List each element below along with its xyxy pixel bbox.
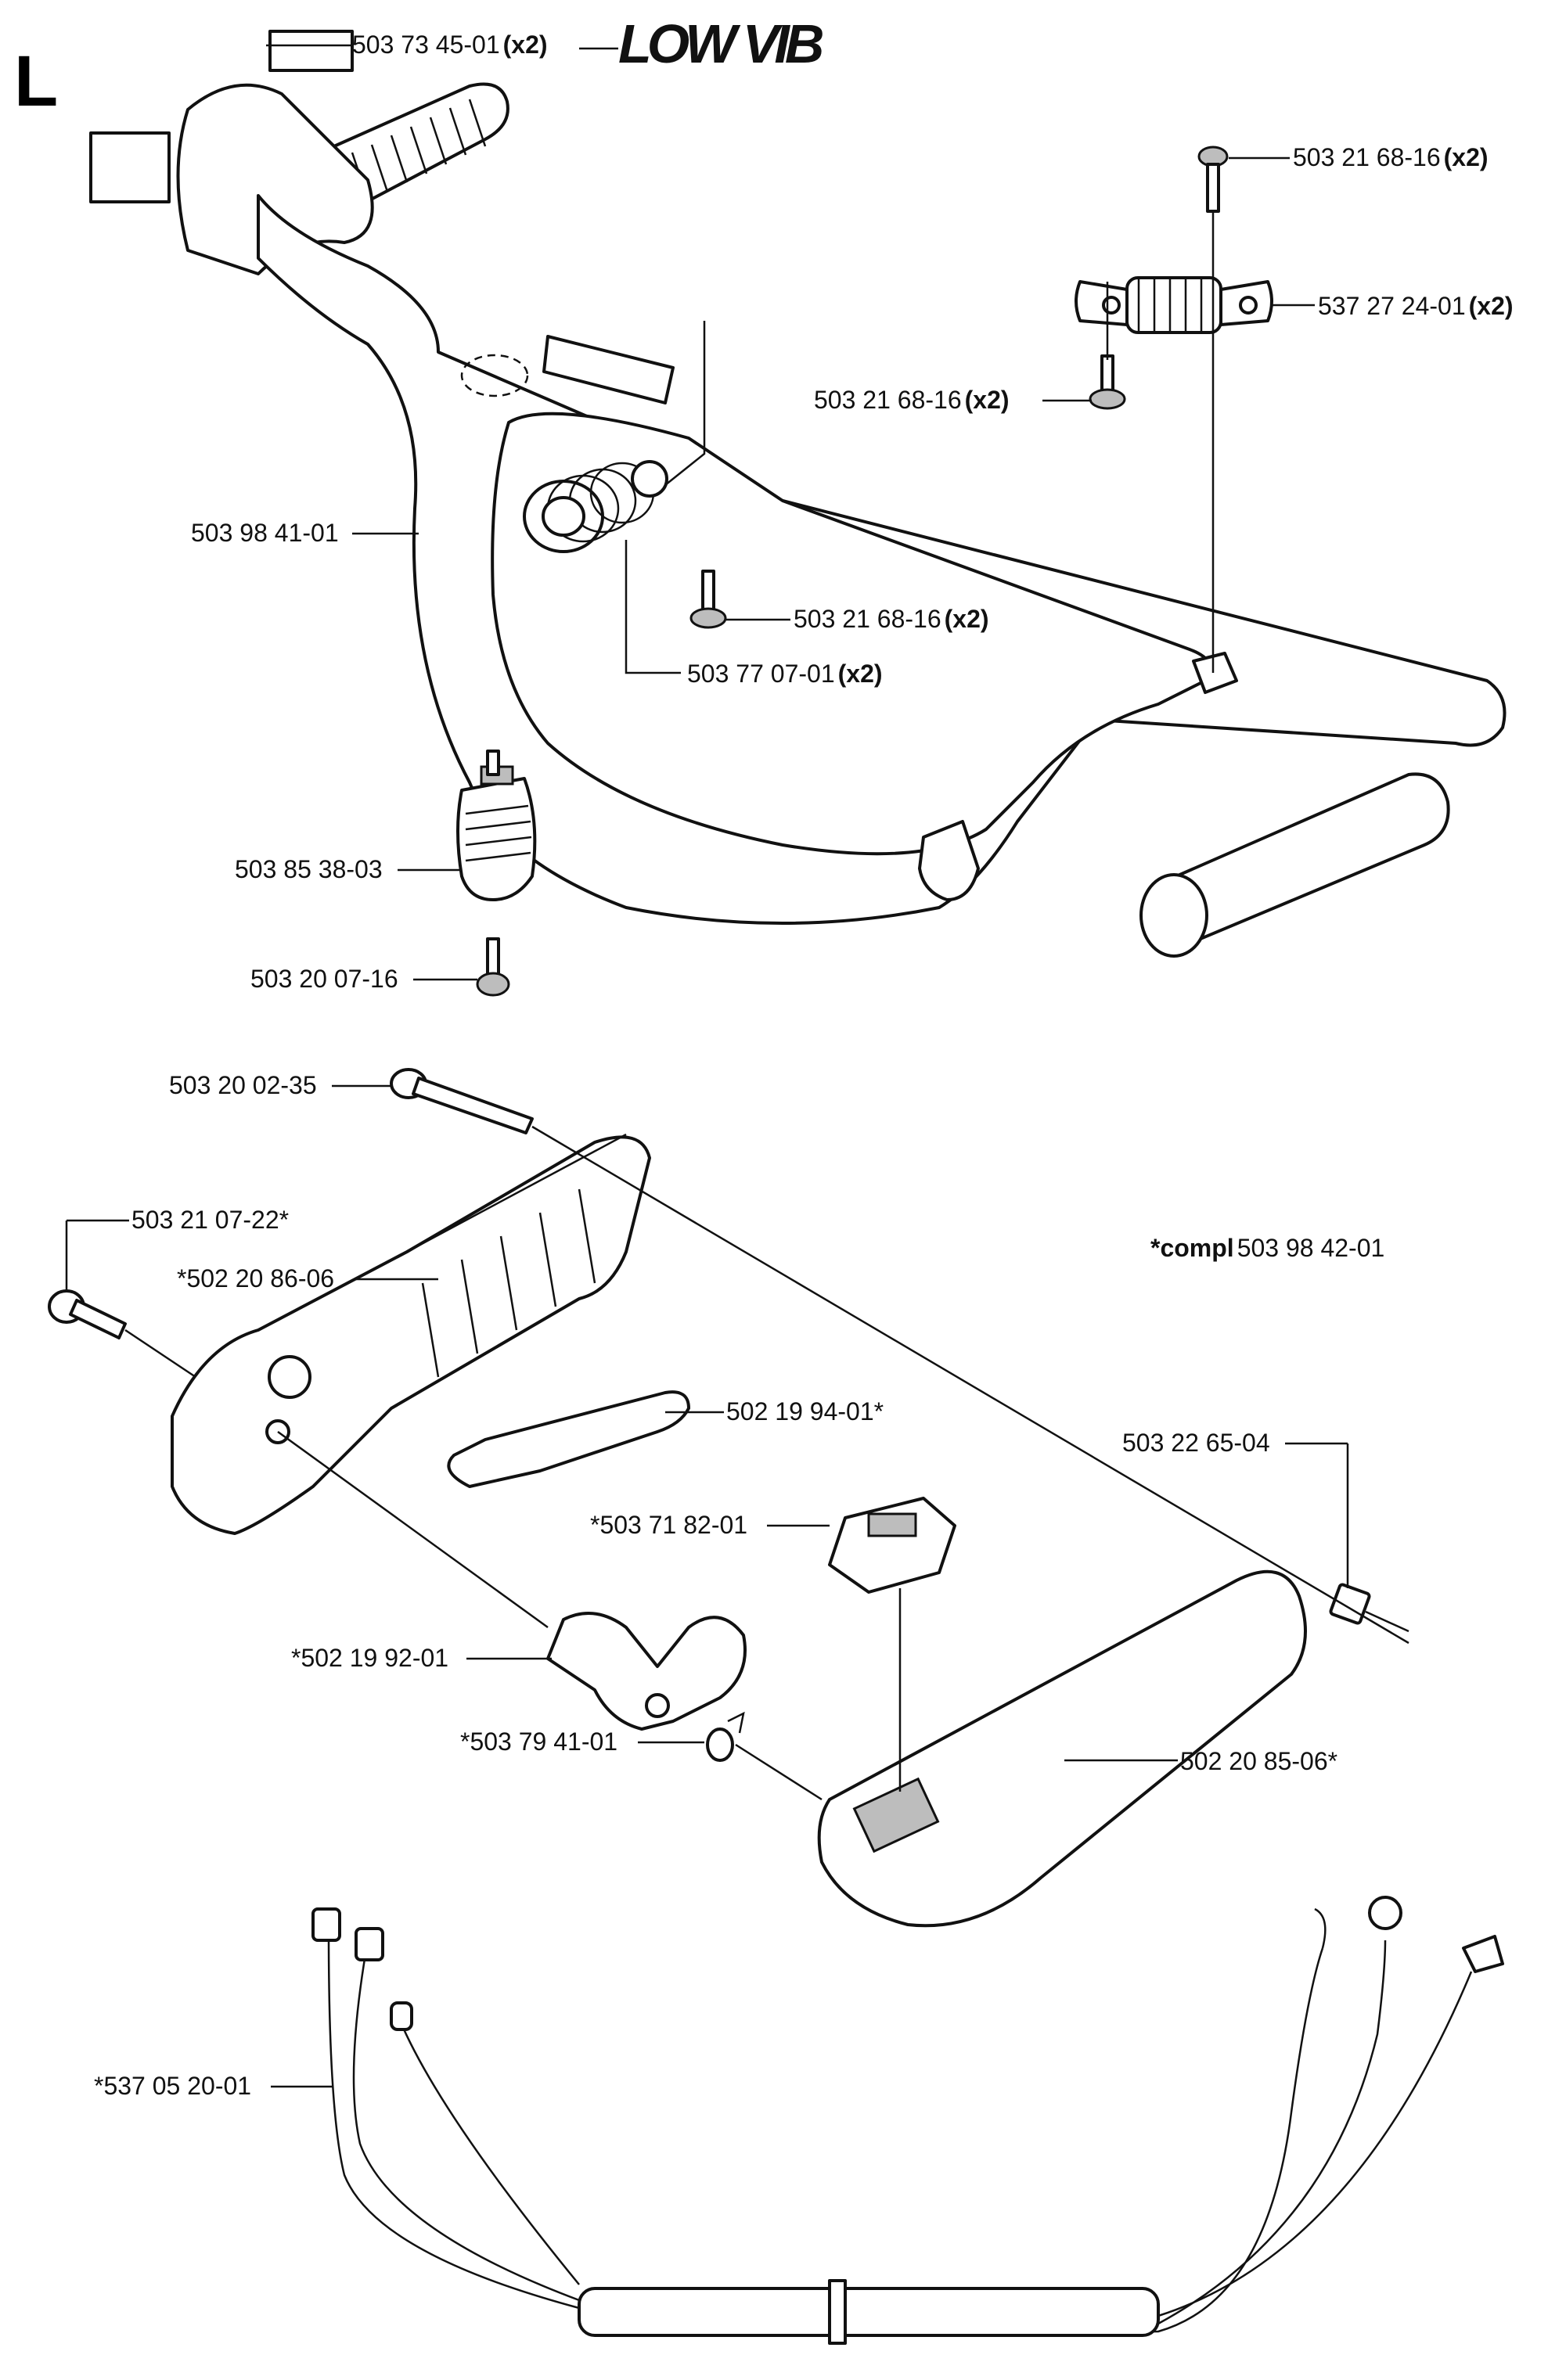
handlebar-illustration — [89, 30, 1507, 958]
svg-text:503 77 07-01 (x2): 503 77 07-01 (x2) — [687, 660, 883, 688]
compl-note: *compl 503 98 42-01 — [1150, 1234, 1384, 1262]
guard-shape — [176, 83, 374, 275]
right-damper-illustration — [1075, 276, 1273, 334]
label-bolt-long: 503 20 02-35 — [169, 1071, 391, 1099]
wire-harness-illustration — [311, 1896, 1504, 2345]
label-screw-mid: 503 21 68-16 (x2) — [814, 386, 1092, 414]
svg-text:503 22 65-04: 503 22 65-04 — [1122, 1429, 1270, 1457]
throttle-lock-shape — [447, 1390, 690, 1488]
spring-illustration — [523, 460, 668, 553]
svg-text:*502 20 86-06: *502 20 86-06 — [177, 1264, 334, 1292]
bar-strip — [542, 335, 675, 404]
section-letter: L — [14, 41, 58, 121]
label-throttle-lock: 502 19 94-01* — [665, 1397, 884, 1425]
right-handle-half — [817, 1569, 1307, 1928]
low-vib-logo: LOW VIB — [618, 13, 823, 74]
handlebar-inner — [491, 412, 1212, 856]
trigger-spring-shape — [706, 1711, 745, 1762]
label-nut: 503 22 65-04 — [1122, 1429, 1349, 1588]
label-handle-half-left: *502 20 86-06 — [177, 1264, 438, 1292]
svg-text:503 73 45-01 (x2): 503 73 45-01 (x2) — [352, 31, 548, 59]
svg-text:503 21 68-16 (x2): 503 21 68-16 (x2) — [1293, 143, 1489, 171]
svg-text:502 19 94-01*: 502 19 94-01* — [726, 1397, 884, 1425]
svg-text:503 20 02-35: 503 20 02-35 — [169, 1071, 317, 1099]
svg-text:*503 79 41-01: *503 79 41-01 — [460, 1727, 617, 1756]
svg-text:*compl 503 98 42-01: *compl 503 98 42-01 — [1150, 1234, 1384, 1262]
end-tube — [1157, 772, 1450, 948]
label-damper-right: 537 27 24-01 (x2) — [1272, 292, 1514, 320]
svg-text:503 21 68-16 (x2): 503 21 68-16 (x2) — [814, 386, 1010, 414]
svg-text:*503 71 82-01: *503 71 82-01 — [590, 1511, 747, 1539]
label-screw-low: 503 21 68-16 (x2) — [726, 605, 989, 633]
svg-text:503 98 41-01: 503 98 41-01 — [191, 519, 339, 547]
label-wire-harness: *537 05 20-01 — [94, 2072, 333, 2100]
label-trigger-spring: *503 79 41-01 — [460, 1727, 704, 1756]
switch-shape — [828, 1497, 956, 1594]
svg-text:503 85 38-03: 503 85 38-03 — [235, 855, 383, 883]
svg-text:503 21 07-22*: 503 21 07-22* — [131, 1206, 289, 1234]
label-bolt-short: 503 21 07-22* — [65, 1206, 289, 1291]
label-screw-top: 503 21 68-16 (x2) — [1229, 143, 1489, 171]
bracket — [918, 820, 980, 901]
label-decal: 503 73 45-01 (x2) — [266, 31, 618, 59]
svg-text:537 27 24-01 (x2): 537 27 24-01 (x2) — [1318, 292, 1514, 320]
decal-shape — [89, 131, 171, 203]
svg-text:503 20 07-16: 503 20 07-16 — [250, 965, 398, 993]
decal-shape — [268, 30, 354, 72]
label-handlebar: 503 98 41-01 — [191, 519, 419, 547]
label-trigger: *502 19 92-01 — [291, 1644, 552, 1672]
screw-illustrations — [476, 146, 1229, 997]
label-handle-half-right: 502 20 85-06* — [1064, 1747, 1337, 1775]
svg-text:*502 19 92-01: *502 19 92-01 — [291, 1644, 448, 1672]
trigger-shape — [546, 1612, 747, 1731]
svg-text:503 21 68-16 (x2): 503 21 68-16 (x2) — [794, 605, 989, 633]
grip-shape — [327, 82, 509, 209]
label-screw-bottom: 503 20 07-16 — [250, 965, 477, 993]
label-switch: *503 71 82-01 — [590, 1511, 830, 1539]
left-handle-half — [171, 1135, 651, 1535]
svg-text:*537 05 20-01: *537 05 20-01 — [94, 2072, 251, 2100]
label-spring: 503 77 07-01 (x2) — [687, 660, 883, 688]
rear-handle-illustration — [48, 1068, 1371, 1928]
label-damper-left: 503 85 38-03 — [235, 855, 462, 883]
svg-text:502 20 85-06*: 502 20 85-06* — [1180, 1747, 1337, 1775]
left-damper-illustration — [456, 765, 537, 901]
